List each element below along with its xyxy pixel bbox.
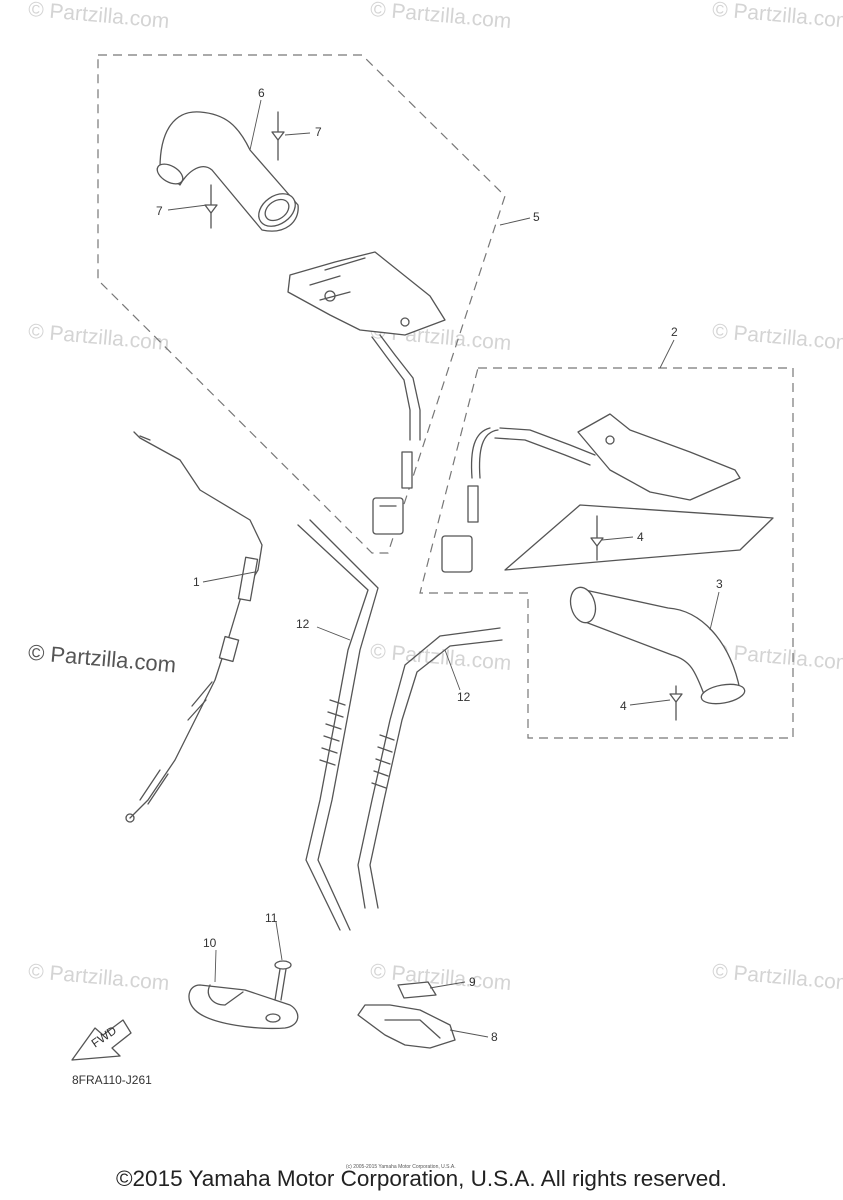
heater-element-upper[interactable] [287,251,446,535]
callout-2[interactable]: 2 [671,325,678,339]
callout-4[interactable]: 4 [620,699,627,713]
part-11-screw[interactable] [274,960,292,1001]
heater-element-lower[interactable] [441,413,774,573]
part-7-rivet[interactable] [204,184,218,229]
part-3-grip[interactable] [567,585,746,707]
assembly-outline-5 [97,54,506,554]
part-4-rivet[interactable] [590,515,604,561]
callout-11[interactable]: 11 [265,911,278,925]
callout-10[interactable]: 10 [203,936,217,950]
callout-3[interactable]: 3 [716,577,723,591]
callout-5[interactable]: 5 [533,210,540,224]
part-9-pad[interactable] [397,981,437,999]
part-12-hose-right[interactable] [357,627,503,909]
copyright-footer: ©2015 Yamaha Motor Corporation, U.S.A. A… [115,1166,728,1191]
callout-7[interactable]: 7 [315,125,322,139]
callout-7[interactable]: 7 [156,204,163,218]
part-10-bracket[interactable] [188,984,299,1030]
part-12-hose-left[interactable] [297,519,379,931]
part-4-rivet[interactable] [669,685,683,721]
small-copyright: (c) 2005-2015 Yamaha Motor Corporation, … [346,1164,456,1170]
callout-6[interactable]: 6 [258,86,265,100]
callout-12[interactable]: 12 [457,690,471,704]
part-8-holder[interactable] [357,1004,456,1049]
part-6-grip[interactable] [154,111,302,233]
part-1-cable[interactable] [125,431,263,823]
callout-4[interactable]: 4 [637,530,644,544]
callout-8[interactable]: 8 [491,1030,498,1044]
assembly-outline-2 [419,367,794,739]
callout-1[interactable]: 1 [193,575,200,589]
fwd-arrow-icon: FWD [71,1019,132,1061]
leader-lines [167,99,720,1038]
diagram-code: 8FRA110-J261 [72,1073,152,1087]
part-7-rivet[interactable] [271,111,285,161]
callout-12[interactable]: 12 [296,617,310,631]
callout-9[interactable]: 9 [469,975,476,989]
